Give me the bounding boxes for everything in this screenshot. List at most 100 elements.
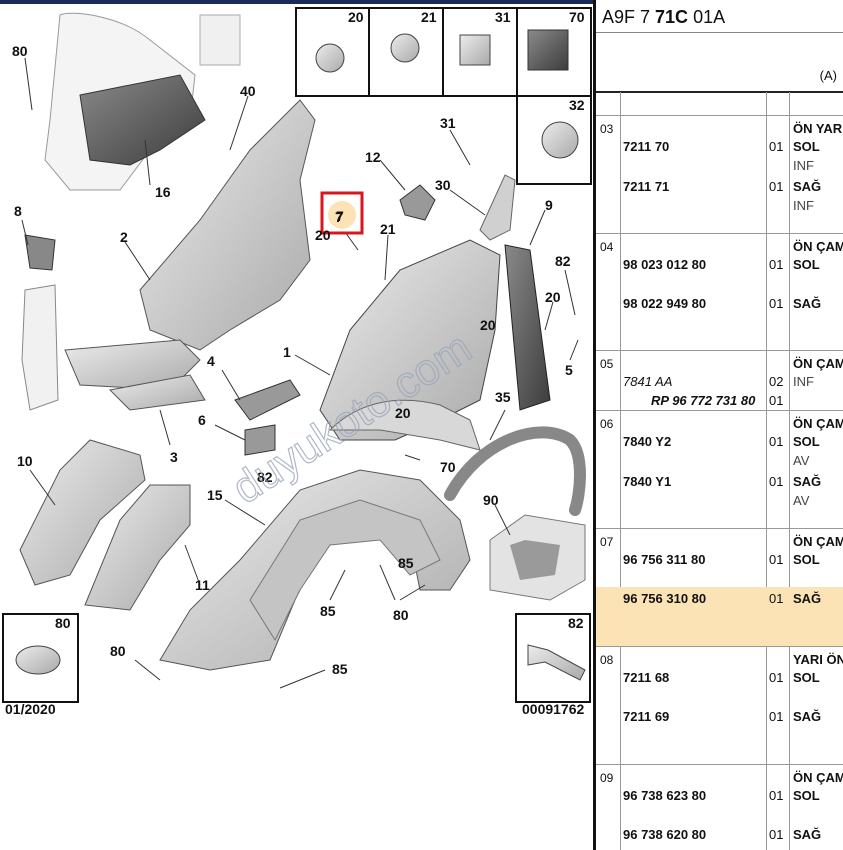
part-desc: SOL bbox=[793, 670, 820, 685]
part-qty: 01 bbox=[769, 179, 784, 194]
callout-12[interactable]: 12 bbox=[365, 149, 381, 165]
callout-10[interactable]: 10 bbox=[17, 453, 33, 469]
callout-7-highlighted[interactable]: 7 bbox=[336, 208, 344, 224]
callout-35[interactable]: 35 bbox=[495, 389, 511, 405]
part-15-wheelhouse-liner bbox=[159, 469, 471, 671]
part-number[interactable]: RP 96 772 731 80 bbox=[651, 393, 756, 408]
callout-70[interactable]: 70 bbox=[440, 459, 456, 475]
column-header-row bbox=[596, 93, 843, 116]
callout-5[interactable]: 5 bbox=[565, 362, 573, 378]
part-number[interactable]: 7211 68 bbox=[623, 670, 670, 685]
part-number[interactable]: 7211 71 bbox=[623, 179, 670, 194]
callout-6[interactable]: 6 bbox=[198, 412, 206, 428]
callout-3[interactable]: 3 bbox=[170, 449, 178, 465]
callout-80[interactable]: 80 bbox=[393, 607, 409, 623]
callout-40[interactable]: 40 bbox=[240, 83, 256, 99]
callout-15[interactable]: 15 bbox=[207, 487, 223, 503]
callout-1[interactable]: 1 bbox=[283, 344, 291, 360]
part-desc: SOL bbox=[793, 552, 820, 567]
callout-20[interactable]: 20 bbox=[545, 289, 561, 305]
column-divider bbox=[789, 92, 790, 850]
part-desc: SAĞ bbox=[793, 179, 822, 194]
callout-85[interactable]: 85 bbox=[332, 661, 348, 677]
group-number: 09 bbox=[600, 771, 614, 785]
part-qty: 01 bbox=[769, 709, 784, 724]
part-number[interactable]: 7841 AA bbox=[623, 374, 673, 389]
inset-numbers: 20 21 31 70 3 2 80 82 bbox=[55, 9, 585, 631]
part-number[interactable]: 98 022 949 80 bbox=[623, 296, 707, 311]
part-desc: ÖN ÇAM bbox=[793, 534, 843, 549]
part-number[interactable]: 96 756 311 80 bbox=[623, 552, 706, 567]
callout-21[interactable]: 21 bbox=[380, 221, 396, 237]
callout-80[interactable]: 80 bbox=[110, 643, 126, 659]
part-number[interactable]: 7840 Y1 bbox=[623, 474, 672, 489]
part-35-wheel-arch-trim bbox=[444, 426, 586, 516]
leader-lines bbox=[21, 57, 579, 689]
part-30-trim bbox=[479, 174, 516, 241]
part-qty: 01 bbox=[769, 296, 784, 311]
part-number-selected[interactable]: 96 756 310 80 bbox=[623, 591, 707, 606]
part-desc: ÖN ÇAM bbox=[793, 416, 843, 431]
inset-82-rivet bbox=[515, 613, 591, 703]
part-qty: 01 bbox=[769, 139, 784, 154]
callout-82[interactable]: 82 bbox=[257, 469, 273, 485]
diagram-date: 01/2020 bbox=[5, 701, 56, 717]
part-desc: INF bbox=[793, 198, 814, 213]
ref-bold: 71C bbox=[655, 7, 689, 27]
highlight-callout-bubble bbox=[328, 201, 356, 229]
callout-9[interactable]: 9 bbox=[545, 197, 553, 213]
callout-80[interactable]: 80 bbox=[12, 43, 28, 59]
callout-90[interactable]: 90 bbox=[483, 492, 499, 508]
callout-2[interactable]: 2 bbox=[120, 229, 128, 245]
callout-82[interactable]: 82 bbox=[555, 253, 571, 269]
callout-20[interactable]: 20 bbox=[315, 227, 331, 243]
group-number: 05 bbox=[600, 357, 614, 371]
callout-16[interactable]: 16 bbox=[155, 184, 171, 200]
part-desc: ÖN ÇAM bbox=[793, 770, 843, 785]
part-number[interactable]: 96 738 620 80 bbox=[623, 827, 707, 842]
part-qty: 01 bbox=[769, 827, 784, 842]
part-number[interactable]: 98 023 012 80 bbox=[623, 257, 707, 272]
part-number[interactable]: 7211 70 bbox=[623, 139, 670, 154]
part-desc: SOL bbox=[793, 257, 820, 272]
part-number[interactable]: 7840 Y2 bbox=[623, 434, 672, 449]
part-number[interactable]: 7211 69 bbox=[623, 709, 670, 724]
column-divider bbox=[766, 92, 767, 850]
part-8-bracket bbox=[21, 234, 59, 411]
part-desc: INF bbox=[793, 158, 814, 173]
callout-20[interactable]: 20 bbox=[395, 405, 411, 421]
diagram-number: 00091762 bbox=[522, 701, 585, 717]
part-qty: 01 bbox=[769, 670, 784, 685]
part-1-front-fender bbox=[319, 239, 501, 451]
callout-20[interactable]: 20 bbox=[480, 317, 496, 333]
callout-85[interactable]: 85 bbox=[398, 555, 414, 571]
column-divider bbox=[620, 92, 621, 850]
part-12-bracket bbox=[399, 184, 436, 221]
callout-31[interactable]: 31 bbox=[440, 115, 456, 131]
callout-4[interactable]: 4 bbox=[207, 353, 215, 369]
callout-8[interactable]: 8 bbox=[14, 203, 22, 219]
part-number[interactable]: 96 738 623 80 bbox=[623, 788, 707, 803]
inset-label: 80 bbox=[55, 615, 71, 631]
group-number: 08 bbox=[600, 653, 614, 667]
callout-30[interactable]: 30 bbox=[435, 177, 451, 193]
callout-85[interactable]: 85 bbox=[320, 603, 336, 619]
part-2-side-structure bbox=[64, 99, 316, 411]
inset-80-clip bbox=[2, 613, 79, 703]
part-9-seal bbox=[504, 244, 551, 411]
group-number: 07 bbox=[600, 535, 614, 549]
part-qty: 01 bbox=[769, 788, 784, 803]
callout-7[interactable]: 7 bbox=[335, 209, 343, 225]
part-desc: SAĞ bbox=[793, 474, 822, 489]
group-number: 04 bbox=[600, 240, 614, 254]
part-qty: 01 bbox=[769, 474, 784, 489]
callout-11[interactable]: 11 bbox=[195, 577, 210, 593]
